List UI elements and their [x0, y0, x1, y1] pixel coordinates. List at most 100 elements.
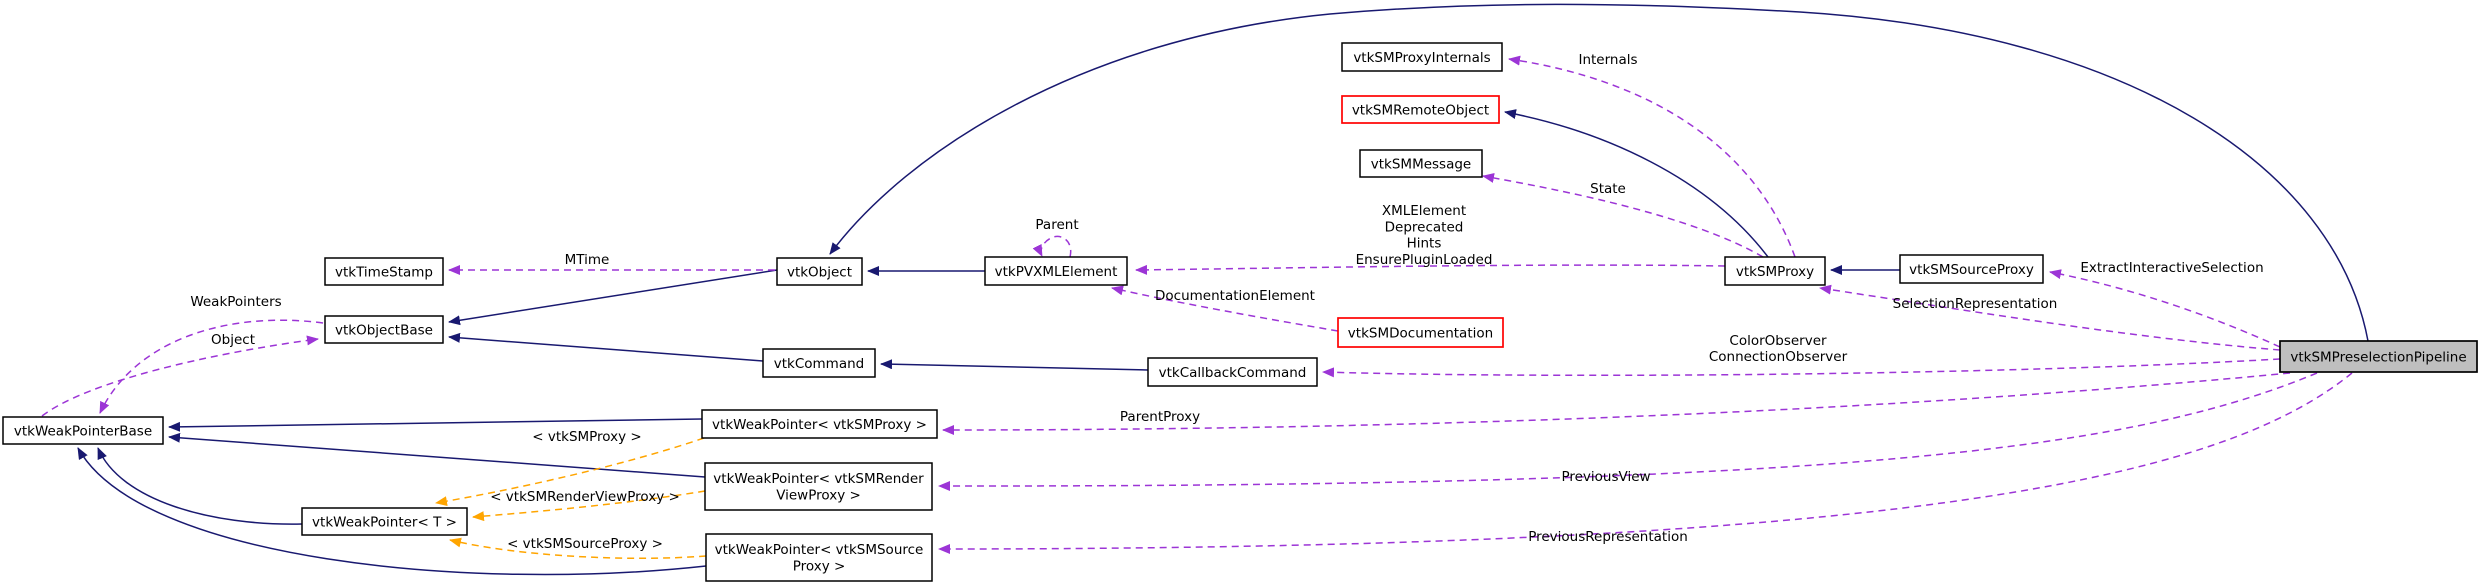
- node-label-weak-pointer-source-proxy-1: Proxy >: [793, 559, 846, 575]
- edge-label-selection-representation: SelectionRepresentation: [1893, 296, 2058, 312]
- node-sm-preselection-pipeline[interactable]: vtkSMPreselectionPipeline: [2279, 340, 2478, 373]
- node-label-weak-pointer-base: vtkWeakPointerBase: [14, 423, 152, 439]
- node-box-sm-documentation[interactable]: [1337, 317, 1504, 348]
- node-sm-documentation[interactable]: vtkSMDocumentation: [1337, 317, 1504, 348]
- edge-label-internals: Internals: [1578, 52, 1637, 68]
- edge-label-parent-proxy: ParentProxy: [1120, 409, 1200, 425]
- node-weak-pointer-base[interactable]: vtkWeakPointerBase: [2, 416, 164, 445]
- node-weak-pointer-sm-proxy[interactable]: vtkWeakPointer< vtkSMProxy >: [701, 409, 938, 439]
- edge-previous-view: [938, 372, 2318, 492]
- edge-extract-interactive-selection: [2049, 269, 2281, 348]
- node-label-weak-pointer-render-view-0: vtkWeakPointer< vtkSMRender: [713, 471, 924, 487]
- node-label-object: vtkObject: [787, 264, 852, 280]
- edge-label-template-source-proxy: < vtkSMSourceProxy >: [507, 536, 663, 552]
- edge-label-template-sm-proxy: < vtkSMProxy >: [532, 429, 642, 445]
- node-label-weak-pointer-t: vtkWeakPointer< T >: [312, 514, 457, 530]
- edge-label-mtime: MTime: [565, 252, 610, 268]
- edge-object-to-objectbase: [448, 269, 778, 326]
- edge-label-xml-element-3: EnsurePluginLoaded: [1356, 252, 1493, 268]
- node-label-weak-pointer-source-proxy-0: vtkWeakPointer< vtkSMSource: [715, 542, 924, 558]
- node-box-weak-pointer-sm-proxy[interactable]: [701, 409, 938, 439]
- node-box-sm-message[interactable]: [1359, 149, 1483, 178]
- edge-object-member: [41, 335, 319, 417]
- node-box-object-base[interactable]: [324, 315, 444, 344]
- node-box-weak-pointer-t[interactable]: [301, 507, 468, 536]
- edge-state: [1482, 173, 1764, 258]
- node-label-sm-proxy: vtkSMProxy: [1736, 264, 1814, 280]
- edge-xml-element: [1135, 264, 1726, 275]
- node-box-callback-command[interactable]: [1147, 357, 1318, 387]
- edge-weaksource-to-weakbase: [77, 447, 707, 576]
- node-label-callback-command: vtkCallbackCommand: [1159, 365, 1307, 381]
- node-label-sm-documentation: vtkSMDocumentation: [1348, 325, 1493, 341]
- edge-label-xml-element-1: Deprecated: [1385, 219, 1464, 235]
- edge-label-state: State: [1590, 181, 1626, 197]
- node-box-sm-proxy-internals[interactable]: [1341, 42, 1503, 72]
- edge-weakproxy-to-weakbase: [168, 418, 703, 432]
- edge-parent-proxy: [942, 372, 2291, 435]
- node-weak-pointer-t[interactable]: vtkWeakPointer< T >: [301, 507, 468, 536]
- node-object-base[interactable]: vtkObjectBase: [324, 315, 444, 344]
- node-pvxml-element[interactable]: vtkPVXMLElement: [984, 256, 1128, 286]
- edge-weakt-to-weakbase: [97, 447, 303, 525]
- node-box-object[interactable]: [776, 257, 863, 286]
- edge-label-observers-1: ConnectionObserver: [1709, 349, 1848, 365]
- node-box-sm-preselection-pipeline[interactable]: [2279, 340, 2478, 373]
- edge-weak-pointers: [99, 319, 324, 414]
- node-sm-remote-object[interactable]: vtkSMRemoteObject: [1341, 95, 1500, 124]
- edge-label-weak-pointers: WeakPointers: [190, 294, 281, 310]
- node-label-command: vtkCommand: [774, 356, 865, 372]
- edge-selection-representation: [1819, 284, 2281, 351]
- edge-label-extract-interactive-selection: ExtractInteractiveSelection: [2080, 260, 2263, 276]
- node-box-weak-pointer-source-proxy[interactable]: [705, 533, 933, 582]
- node-label-sm-remote-object: vtkSMRemoteObject: [1352, 102, 1489, 118]
- edge-template-source-proxy: [449, 537, 707, 560]
- node-label-sm-proxy-internals: vtkSMProxyInternals: [1353, 50, 1490, 66]
- node-object[interactable]: vtkObject: [776, 257, 863, 286]
- node-box-pvxml-element[interactable]: [984, 256, 1128, 286]
- nodes-layer: vtkSMProxyInternalsvtkSMRemoteObjectvtkS…: [2, 42, 2478, 582]
- edge-label-documentation-element: DocumentationElement: [1155, 288, 1315, 304]
- edge-smproxy-to-remoteobject: [1504, 109, 1769, 258]
- edge-documentation-element: [1111, 285, 1339, 332]
- node-label-sm-message: vtkSMMessage: [1371, 156, 1472, 172]
- node-box-sm-source-proxy[interactable]: [1899, 254, 2044, 284]
- node-label-sm-preselection-pipeline: vtkSMPreselectionPipeline: [2290, 349, 2466, 365]
- node-sm-proxy-internals[interactable]: vtkSMProxyInternals: [1341, 42, 1503, 72]
- node-box-sm-remote-object[interactable]: [1341, 95, 1500, 124]
- edge-observers: [1322, 358, 2281, 378]
- node-sm-message[interactable]: vtkSMMessage: [1359, 149, 1483, 178]
- node-callback-command[interactable]: vtkCallbackCommand: [1147, 357, 1318, 387]
- node-box-weak-pointer-base[interactable]: [2, 416, 164, 445]
- node-label-object-base: vtkObjectBase: [335, 322, 433, 338]
- node-weak-pointer-render-view[interactable]: vtkWeakPointer< vtkSMRenderViewProxy >: [704, 462, 933, 511]
- node-box-time-stamp[interactable]: [324, 257, 444, 286]
- edge-label-xml-element-0: XMLElement: [1382, 203, 1466, 219]
- edge-label-xml-element-2: Hints: [1407, 236, 1442, 252]
- edge-weakrender-to-weakbase: [168, 432, 706, 478]
- edge-label-observers-0: ColorObserver: [1729, 333, 1827, 349]
- edge-command-to-objectbase: [448, 332, 764, 362]
- node-box-command[interactable]: [762, 348, 876, 378]
- node-label-weak-pointer-sm-proxy: vtkWeakPointer< vtkSMProxy >: [712, 417, 927, 433]
- node-weak-pointer-source-proxy[interactable]: vtkWeakPointer< vtkSMSourceProxy >: [705, 533, 933, 582]
- edge-template-sm-proxy: [435, 437, 705, 507]
- node-sm-source-proxy[interactable]: vtkSMSourceProxy: [1899, 254, 2044, 284]
- edge-previous-representation: [938, 372, 2353, 554]
- edge-template-render-view: [472, 490, 706, 522]
- node-label-time-stamp: vtkTimeStamp: [335, 264, 433, 280]
- node-label-sm-source-proxy: vtkSMSourceProxy: [1909, 262, 2034, 278]
- node-label-weak-pointer-render-view-1: ViewProxy >: [776, 488, 861, 504]
- node-command[interactable]: vtkCommand: [762, 348, 876, 378]
- edges-layer: [41, 3, 2369, 576]
- node-time-stamp[interactable]: vtkTimeStamp: [324, 257, 444, 286]
- node-sm-proxy[interactable]: vtkSMProxy: [1724, 256, 1826, 286]
- edge-callback-to-command: [880, 359, 1149, 371]
- edge-pipeline-to-object: [829, 3, 2369, 342]
- node-box-weak-pointer-render-view[interactable]: [704, 462, 933, 511]
- edge-parent: [1032, 235, 1072, 258]
- node-box-sm-proxy[interactable]: [1724, 256, 1826, 286]
- edge-label-object-member: Object: [211, 332, 255, 348]
